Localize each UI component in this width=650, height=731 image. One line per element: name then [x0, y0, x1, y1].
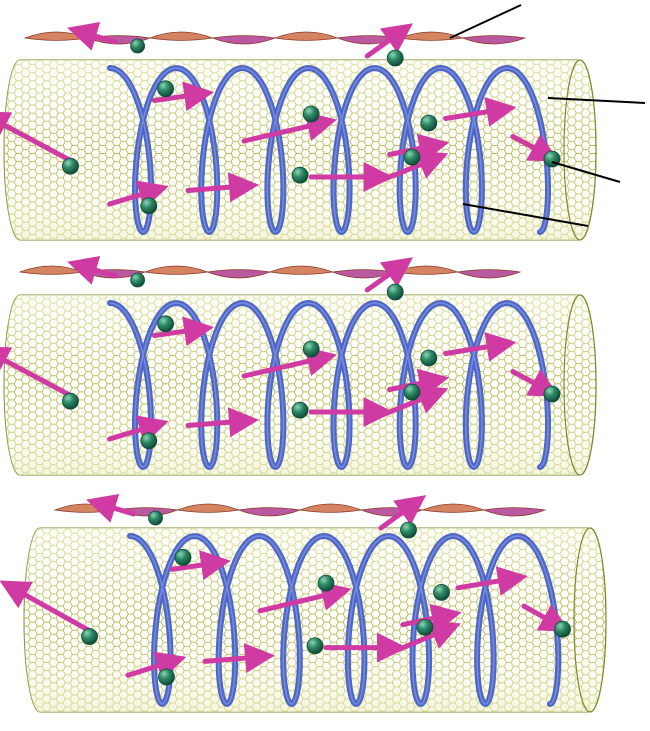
atom-sphere [291, 401, 309, 419]
spin-arrow [185, 407, 259, 438]
spin-arrow [151, 81, 215, 112]
atom-sphere [158, 668, 175, 686]
twisted-ribbon-segment [18, 265, 84, 275]
helix-highlight [109, 302, 549, 468]
spin-arrow [151, 316, 215, 347]
spin-arrow [125, 651, 187, 681]
spin-arrow [0, 111, 79, 166]
spin-arrow [364, 150, 449, 189]
atom-sphere [420, 349, 438, 367]
atom-sphere [140, 197, 158, 215]
twisted-ribbon-segment [23, 31, 89, 41]
spin-arrow [364, 257, 414, 293]
twisted-ribbon-segment [456, 269, 522, 279]
spin-arrow [202, 643, 275, 673]
spin-arrow [185, 172, 259, 203]
atom-sphere [420, 114, 438, 132]
atom-sphere [130, 38, 146, 54]
spin-arrow [521, 603, 571, 632]
leader-line [449, 4, 522, 39]
nanotube-end-rim [573, 527, 607, 713]
atom-sphere [554, 620, 571, 638]
nanotube-shading [24, 528, 606, 712]
atom-sphere [302, 105, 320, 123]
spin-arrow [455, 566, 528, 596]
atom-sphere [157, 315, 175, 333]
twisted-ribbon-segment [143, 265, 209, 275]
spin-arrow [364, 385, 449, 424]
spin-arrow [107, 415, 169, 445]
nanotube-end-rim [563, 59, 597, 241]
twisted-ribbon-segment [273, 31, 339, 41]
spin-arrow [443, 332, 517, 362]
spin-arrow [0, 580, 98, 637]
helix-highlight [129, 535, 560, 705]
spin-arrow [67, 255, 118, 285]
twisted-ribbon-segment [268, 265, 334, 275]
nanotube-end-rim [563, 294, 597, 476]
atom-sphere [306, 637, 324, 655]
atom-sphere [416, 618, 434, 636]
atom-sphere [148, 510, 163, 526]
spin-arrow [257, 581, 352, 614]
spin-arrow [67, 21, 118, 51]
spin-arrow [510, 134, 560, 162]
panel-bottom [0, 493, 607, 713]
nanotube-shading [4, 60, 596, 240]
atom-sphere [62, 392, 79, 410]
panel-top [0, 21, 597, 241]
atom-sphere [386, 49, 404, 67]
twisted-ribbon-segment [393, 265, 459, 275]
leader-line [547, 97, 646, 104]
twisted-ribbon-segment [148, 31, 214, 41]
atom-sphere [302, 340, 320, 358]
spin-arrow [378, 495, 427, 531]
atom-sphere [157, 80, 175, 98]
spin-arrow [241, 346, 338, 379]
spin-arrow [443, 97, 517, 127]
atom-sphere [130, 272, 146, 288]
atom-sphere [62, 157, 79, 175]
spin-arrow [0, 346, 79, 401]
atom-sphere [400, 521, 417, 539]
spin-arrow [169, 550, 231, 580]
spin-arrow [241, 111, 338, 144]
leader-line [462, 203, 589, 227]
twisted-ribbon-segment [176, 503, 241, 513]
panel-middle [0, 255, 597, 476]
twisted-ribbon-segment [237, 507, 302, 517]
spin-arrow [364, 23, 414, 59]
atom-sphere [317, 574, 335, 592]
atom-sphere [403, 383, 421, 401]
atom-sphere [386, 283, 404, 301]
atom-sphere [81, 628, 98, 645]
atom-sphere [140, 432, 158, 450]
twisted-ribbon-segment [298, 503, 363, 513]
twisted-ribbon-segment [482, 507, 547, 517]
spin-arrow [378, 621, 461, 660]
atom-sphere [174, 549, 192, 566]
panels-layer [0, 21, 607, 713]
atom-sphere [291, 166, 309, 184]
atom-sphere [433, 584, 450, 601]
leader-line [551, 161, 621, 183]
spin-arrow [86, 493, 136, 523]
twisted-ribbon-segment [359, 507, 424, 517]
spin-arrow [510, 369, 560, 397]
atom-sphere [543, 385, 561, 403]
helix-highlight [109, 67, 549, 233]
nanotube-shading [4, 295, 596, 475]
twisted-ribbon-segment [421, 503, 486, 513]
twisted-ribbon-segment [461, 35, 527, 45]
leader-lines [449, 4, 646, 227]
spin-arrow [107, 180, 169, 210]
twisted-ribbon-segment [211, 35, 277, 45]
twisted-ribbon-segment [206, 269, 272, 279]
atom-sphere [403, 148, 421, 166]
